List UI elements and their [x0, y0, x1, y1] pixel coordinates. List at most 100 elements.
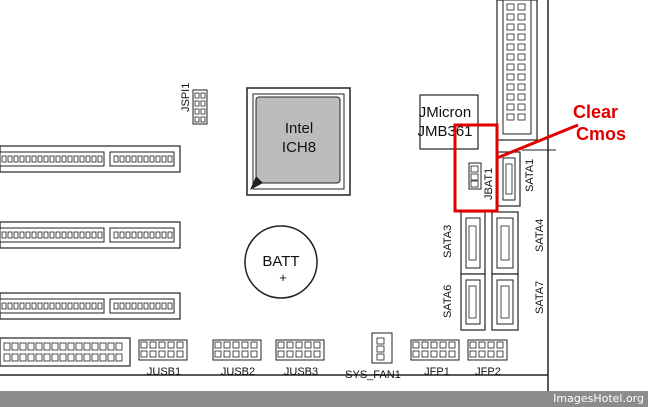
pin [506, 43, 515, 51]
pin [99, 342, 107, 351]
pin [194, 108, 200, 115]
ich8-line2: ICH8 [282, 139, 316, 156]
pin [27, 353, 35, 362]
pin [7, 155, 13, 163]
pin [43, 302, 49, 310]
pin [430, 341, 438, 349]
pin [91, 155, 97, 163]
pin [506, 103, 515, 111]
pin [61, 302, 67, 310]
pin [27, 342, 35, 351]
jusb2-header [212, 339, 262, 361]
pin [79, 302, 85, 310]
jfp2-header [467, 339, 508, 361]
pin [487, 350, 495, 358]
pin [115, 353, 123, 362]
pin [155, 155, 161, 163]
pin [51, 342, 59, 351]
pin [506, 113, 515, 121]
sata7-label: SATA7 [534, 281, 546, 314]
sata3-connector [460, 211, 486, 275]
pin [161, 302, 167, 310]
pin [79, 155, 85, 163]
pci-slot-3 [0, 292, 181, 320]
pin [31, 155, 37, 163]
pin [140, 341, 148, 349]
pin [313, 341, 321, 349]
pin [55, 302, 61, 310]
jmicron-line2: JMB361 [417, 123, 472, 140]
pin [51, 353, 59, 362]
pin [506, 3, 515, 11]
pin [194, 116, 200, 123]
pin [143, 302, 149, 310]
pin [35, 342, 43, 351]
pin [295, 350, 303, 358]
pin [67, 302, 73, 310]
pin [99, 353, 107, 362]
pin [25, 302, 31, 310]
pin [31, 231, 37, 239]
pin [3, 353, 11, 362]
pin [97, 155, 103, 163]
pin [113, 302, 119, 310]
jbat1-jumper [468, 162, 482, 190]
jmicron-line1: JMicron [419, 104, 472, 121]
jusb3-label: JUSB3 [284, 366, 318, 378]
pin [125, 155, 131, 163]
pin [506, 23, 515, 31]
pin [304, 350, 312, 358]
jusb1-header [138, 339, 188, 361]
clear-cmos-line1: Clear [573, 102, 618, 122]
pin [67, 342, 75, 351]
pin [55, 231, 61, 239]
ide-connector [496, 0, 538, 141]
pin [19, 155, 25, 163]
pin [517, 33, 526, 41]
battery [244, 225, 318, 299]
pin [478, 341, 486, 349]
pin [277, 350, 285, 358]
pin [91, 302, 97, 310]
pin [43, 155, 49, 163]
pin [250, 341, 258, 349]
pin [11, 342, 19, 351]
pin [7, 231, 13, 239]
pin [194, 100, 200, 107]
pin [517, 53, 526, 61]
pin [61, 155, 67, 163]
pin [506, 93, 515, 101]
pin [137, 302, 143, 310]
pin [167, 231, 173, 239]
jmicron-chip [419, 94, 479, 150]
battery-plus: + [279, 270, 287, 285]
sata1-connector [497, 151, 521, 207]
pin [439, 341, 447, 349]
pin [49, 155, 55, 163]
pin [430, 350, 438, 358]
pin [73, 302, 79, 310]
bottom-left-connector [0, 337, 131, 367]
pin [97, 231, 103, 239]
sata4-label: SATA4 [534, 219, 546, 252]
pin [277, 341, 285, 349]
pin [73, 231, 79, 239]
pin [200, 100, 206, 107]
pin [137, 155, 143, 163]
pin [232, 341, 240, 349]
pin [19, 342, 27, 351]
pin [131, 231, 137, 239]
pin [421, 350, 429, 358]
pin [214, 350, 222, 358]
pin [517, 3, 526, 11]
pin [517, 13, 526, 21]
pin [37, 155, 43, 163]
pin [517, 43, 526, 51]
header-outline [138, 339, 188, 361]
pin [25, 155, 31, 163]
pin [11, 353, 19, 362]
pin [137, 231, 143, 239]
pin [149, 302, 155, 310]
pin [67, 155, 73, 163]
